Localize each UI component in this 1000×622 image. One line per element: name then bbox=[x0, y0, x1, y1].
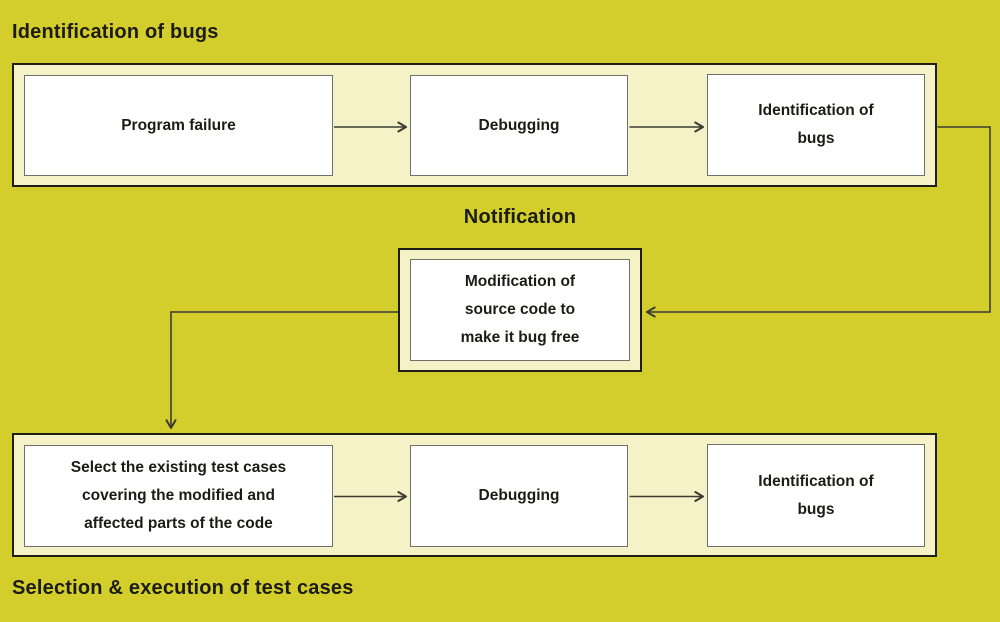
node-modification-of-source-code: Modification of source code to make it b… bbox=[410, 259, 630, 361]
node-label: Select the existing test cases covering … bbox=[70, 459, 287, 532]
node-label: Identification of bugs bbox=[758, 472, 874, 518]
notification-title: Notification bbox=[463, 206, 577, 228]
node-program-failure: Program failure bbox=[24, 75, 333, 176]
bottom-section-title: Selection & execution of test cases bbox=[12, 577, 354, 599]
node-identification-of-bugs-top: Identification of bugs bbox=[707, 74, 925, 176]
node-debugging-bottom: Debugging bbox=[410, 445, 628, 547]
node-select-test-cases: Select the existing test cases covering … bbox=[24, 445, 333, 547]
node-identification-of-bugs-bottom: Identification of bugs bbox=[707, 444, 925, 547]
node-label: Identification of bugs bbox=[758, 102, 874, 147]
node-label: Debugging bbox=[478, 116, 560, 134]
node-debugging-top: Debugging bbox=[410, 75, 628, 176]
top-section-title: Identification of bugs bbox=[12, 21, 219, 43]
node-label: Debugging bbox=[478, 487, 560, 504]
node-label: Program failure bbox=[121, 116, 236, 134]
arrow-modification-to-selection-band bbox=[165, 311, 398, 430]
node-label: Modification of source code to make it b… bbox=[460, 273, 580, 346]
